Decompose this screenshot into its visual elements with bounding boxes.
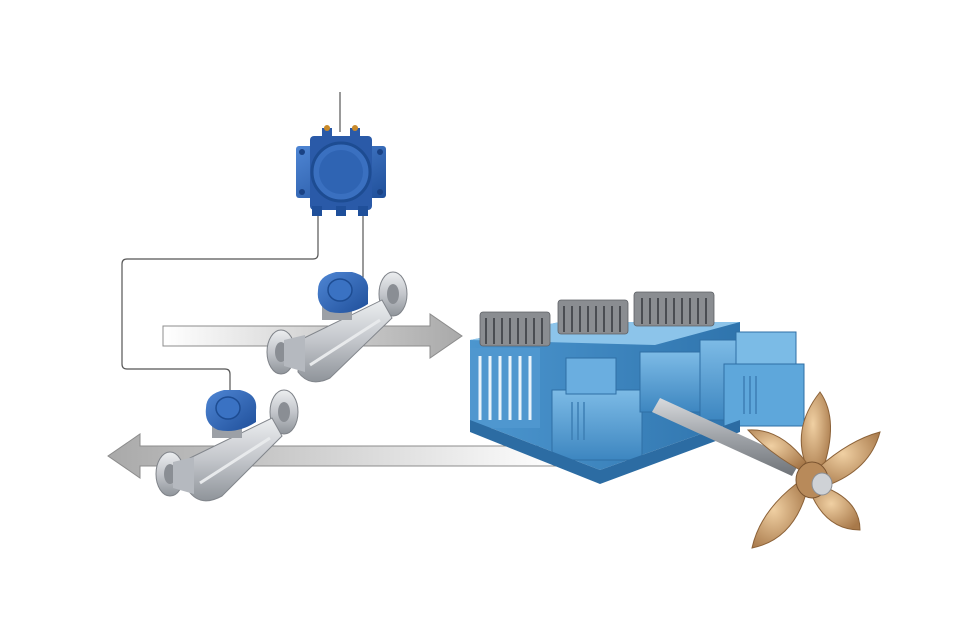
wire-return-meter bbox=[121, 210, 319, 395]
engine-icon bbox=[470, 291, 805, 484]
transmitter-housing-icon bbox=[296, 125, 386, 216]
return-flow-arrow bbox=[107, 433, 561, 479]
supply-flow-meter-icon bbox=[266, 271, 408, 383]
return-flow-meter-icon bbox=[155, 389, 299, 502]
propeller-shaft bbox=[652, 398, 800, 476]
propeller-icon bbox=[746, 391, 881, 549]
signal-wires bbox=[121, 92, 364, 395]
